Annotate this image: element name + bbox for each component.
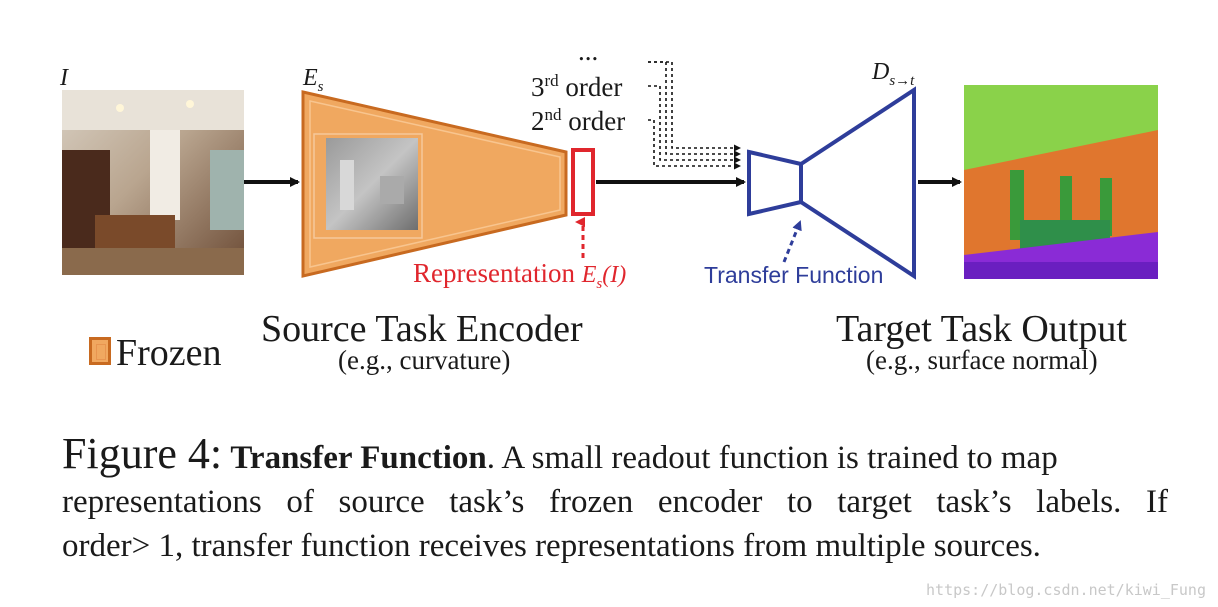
third-order-sup: rd xyxy=(544,71,559,90)
caption-line-3: order> 1, transfer function receives rep… xyxy=(62,528,1041,564)
decoder-label-main: D xyxy=(872,59,890,85)
input-image xyxy=(62,90,244,275)
third-order-label: 3rd order xyxy=(531,72,622,101)
output-image xyxy=(964,85,1158,279)
transfer-function-label: Transfer Function xyxy=(704,262,884,288)
representation-var-arg: (I) xyxy=(602,262,627,288)
transfer-function-diagram xyxy=(62,61,1158,280)
representation-var: Es(I) xyxy=(581,262,627,291)
decoder-shape xyxy=(799,86,916,280)
frozen-legend-label: Frozen xyxy=(116,332,222,374)
encoder-label-main: E xyxy=(303,65,318,91)
third-order-num: 3 xyxy=(531,72,545,102)
curvature-image xyxy=(313,133,423,239)
caption-line1-rest: . A small readout function is trained to… xyxy=(486,440,1058,476)
target-title: Target Task Output xyxy=(836,308,1127,350)
encoder-label: Es xyxy=(303,66,324,95)
transfer-pointer xyxy=(782,220,802,263)
source-subtitle: (e.g., curvature) xyxy=(338,345,511,375)
representation-box xyxy=(571,148,595,216)
figure-caption: Figure 4: Transfer Function. A small rea… xyxy=(62,432,1168,568)
transfer-function-shape xyxy=(747,149,803,217)
caption-line-1: Figure 4: Transfer Function. A small rea… xyxy=(62,432,1168,480)
second-order-label: 2nd order xyxy=(531,106,625,135)
figure-label: Figure 4: xyxy=(62,429,223,478)
representation-label: Representation Es(I) xyxy=(413,260,626,292)
second-order-num: 2 xyxy=(531,106,545,136)
encoder-label-sub: s xyxy=(317,78,324,95)
order-ellipsis: ... xyxy=(578,36,599,66)
source-title: Source Task Encoder xyxy=(261,308,583,350)
frozen-swatch xyxy=(89,337,111,365)
caption-bold-title: Transfer Function xyxy=(230,440,487,476)
caption-line-2: representations of source task’s frozen … xyxy=(62,484,1168,520)
watermark: https://blog.csdn.net/kiwi_Fung xyxy=(926,581,1206,599)
second-order-word: order xyxy=(568,106,626,136)
target-subtitle: (e.g., surface normal) xyxy=(866,345,1098,375)
second-order-sup: nd xyxy=(544,105,562,124)
higher-order-connectors xyxy=(648,61,741,170)
third-order-word: order xyxy=(565,72,623,102)
representation-text: Representation xyxy=(413,258,575,288)
representation-var-main: E xyxy=(581,262,597,288)
decoder-label-sub: s→t xyxy=(889,72,915,89)
decoder-label: Ds→t xyxy=(872,60,914,89)
representation-var-sub: s xyxy=(596,275,603,292)
input-label: I xyxy=(60,65,68,91)
